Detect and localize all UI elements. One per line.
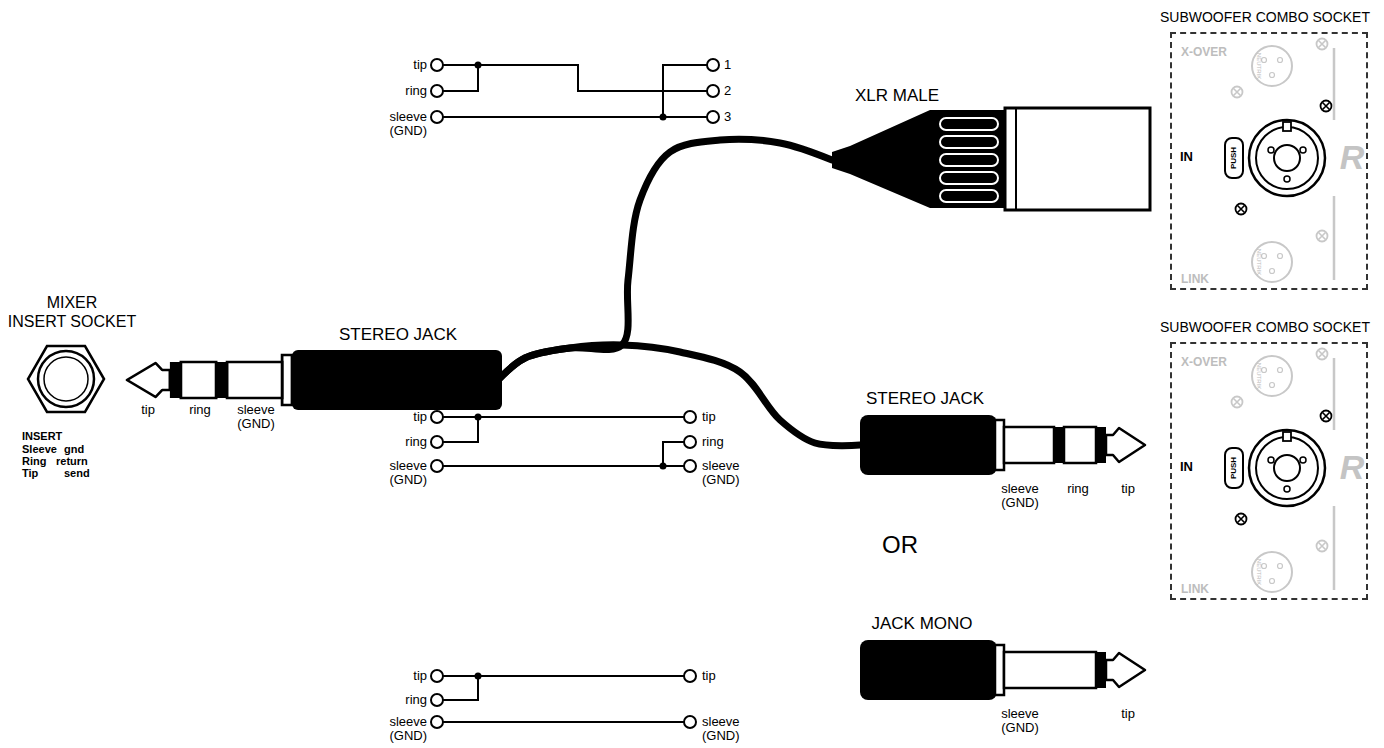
- combo-socket-symbol: [1225, 349, 1334, 593]
- pin-name: sleeve (GND): [389, 459, 427, 487]
- connector-name: LINK: [1181, 583, 1209, 597]
- jack-plug: STEREO JACK: [120, 322, 500, 414]
- mono-jack-plug: [860, 640, 1145, 700]
- table-cell: INSERT: [22, 430, 62, 442]
- pin-name: ring: [702, 435, 724, 449]
- jack-plug: JACK MONO: [860, 612, 1150, 704]
- combo-socket-panel: SUBWOOFER COMBO SOCKETX-OVERNEUTRIKINPUS…: [1170, 32, 1368, 290]
- pin-name: sleeve (GND): [702, 459, 740, 487]
- table-cell: return: [56, 455, 88, 467]
- brand-mark: NEUTRIK: [1256, 249, 1263, 275]
- cable: [500, 345, 860, 446]
- pin-name: sleeve (GND): [389, 110, 427, 138]
- connector-name: X-OVER: [1181, 356, 1227, 370]
- alternative-note: OR: [882, 531, 918, 559]
- stereo-jack-plug: [860, 415, 1145, 475]
- contact-name: ring: [189, 403, 211, 417]
- table-cell: gnd: [64, 443, 84, 455]
- panel-heading: SUBWOOFER COMBO SOCKET: [1160, 9, 1370, 25]
- pin-name: tip: [413, 669, 427, 683]
- connector-name: LINK: [1181, 273, 1209, 287]
- brand-mark: NEUTRIK: [1256, 53, 1263, 79]
- wiring-schematic: [431, 59, 719, 123]
- pin-name: tip: [702, 669, 716, 683]
- connector-name: X-OVER: [1181, 46, 1227, 60]
- latch-label: PUSH: [1229, 147, 1238, 169]
- channel-letter: R: [1340, 138, 1365, 177]
- pin-name: ring: [405, 84, 427, 98]
- pin-name: tip: [702, 410, 716, 424]
- pin-name: tip: [413, 58, 427, 72]
- contact-name: sleeve (GND): [237, 403, 275, 431]
- contact-name: ring: [1067, 482, 1089, 496]
- wiring-schematic: [431, 411, 696, 472]
- brand-mark: NEUTRIK: [1256, 559, 1263, 585]
- part-heading: MIXER INSERT SOCKET: [6, 293, 139, 331]
- connector-name: IN: [1180, 150, 1193, 165]
- xlr-connector: XLR MALE: [832, 84, 1155, 212]
- part-heading: STEREO JACK: [866, 389, 984, 409]
- wiring-schematic: [431, 670, 696, 728]
- pin-name: sleeve (GND): [702, 715, 740, 743]
- pin-number: 3: [724, 110, 731, 124]
- table-cell: Ring: [22, 455, 46, 467]
- pin-number: 2: [724, 84, 731, 98]
- cable: [500, 139, 832, 378]
- latch-label: PUSH: [1229, 457, 1238, 479]
- brand-mark: NEUTRIK: [1256, 363, 1263, 389]
- combo-socket-panel: SUBWOOFER COMBO SOCKETX-OVERNEUTRIKINPUS…: [1170, 342, 1368, 600]
- pin-name: ring: [405, 693, 427, 707]
- pin-name: ring: [405, 435, 427, 449]
- part-heading: STEREO JACK: [339, 325, 457, 345]
- pin-name: tip: [413, 410, 427, 424]
- contact-name: sleeve (GND): [1001, 482, 1039, 510]
- pin-number: 1: [724, 58, 731, 72]
- table-cell: send: [64, 467, 90, 479]
- part-heading: JACK MONO: [871, 614, 972, 634]
- table-cell: Tip: [22, 467, 38, 479]
- insert-socket: MIXER INSERT SOCKET: [2, 290, 148, 420]
- xlr-plug: [832, 108, 1150, 210]
- jack-plug: STEREO JACK: [860, 386, 1150, 478]
- panel-heading: SUBWOOFER COMBO SOCKET: [1160, 319, 1370, 335]
- part-heading: XLR MALE: [855, 86, 939, 106]
- contact-name: tip: [1121, 707, 1135, 721]
- stereo-jack-plug: [127, 350, 502, 410]
- connector-name: IN: [1180, 460, 1193, 475]
- contact-name: tip: [141, 403, 155, 417]
- table-cell: Sleeve: [22, 443, 57, 455]
- pin-name: sleeve (GND): [389, 715, 427, 743]
- contact-name: tip: [1121, 482, 1135, 496]
- insert-socket-symbol: [28, 346, 104, 412]
- contact-name: sleeve (GND): [1001, 707, 1039, 735]
- combo-socket-symbol: [1225, 39, 1334, 283]
- channel-letter: R: [1340, 448, 1365, 487]
